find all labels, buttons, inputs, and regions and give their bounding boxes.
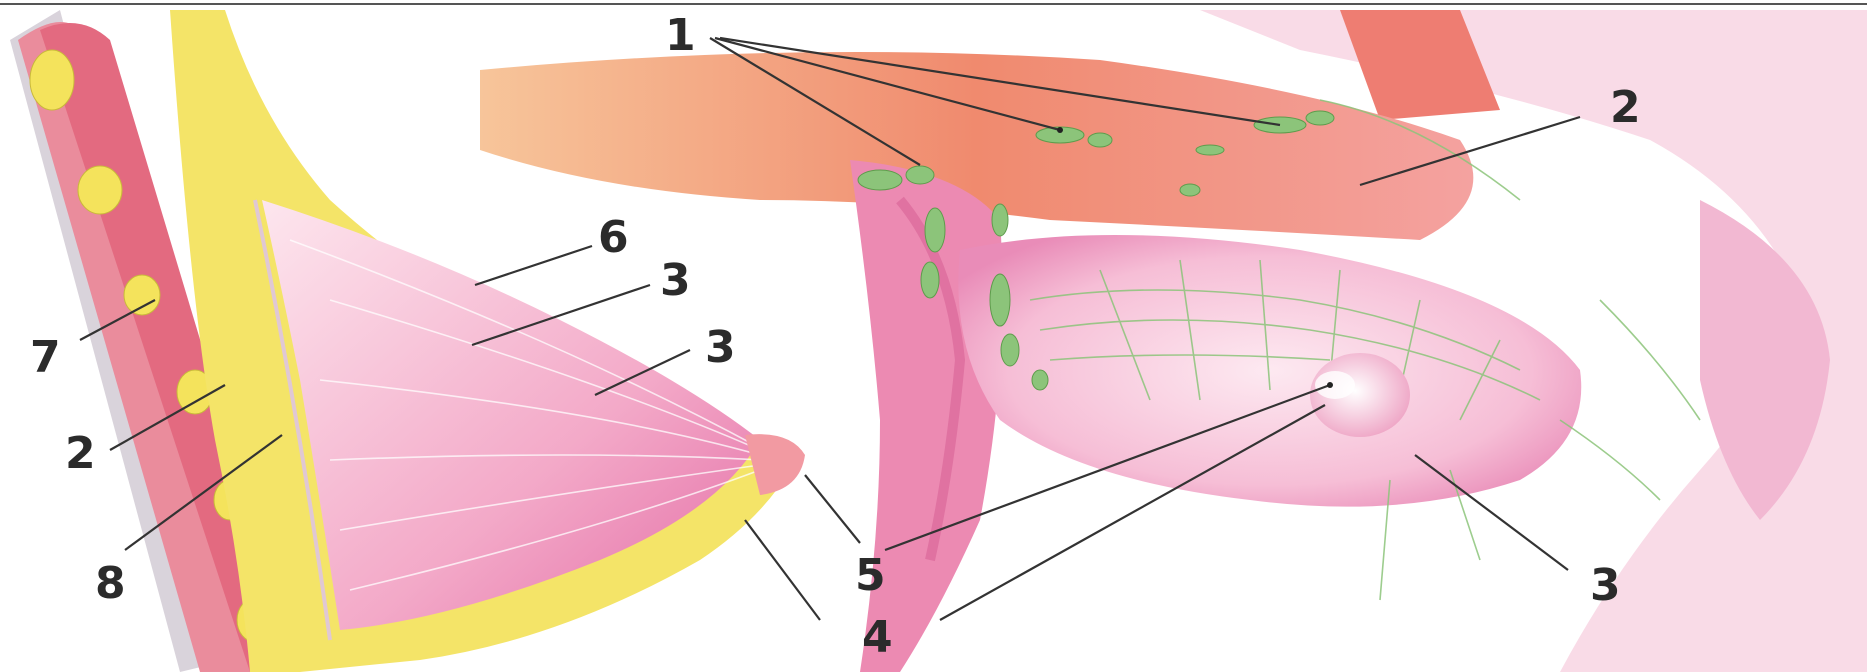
label-3-lower: 3 bbox=[705, 322, 736, 373]
label-7: 7 bbox=[30, 332, 61, 383]
rib-fat-2 bbox=[78, 166, 122, 214]
label-2-right: 2 bbox=[1610, 82, 1641, 133]
label-2-left: 2 bbox=[65, 428, 96, 479]
label-5: 5 bbox=[855, 550, 886, 601]
breast-right bbox=[958, 235, 1581, 507]
nipple-right bbox=[1315, 371, 1355, 399]
label-1: 1 bbox=[665, 10, 696, 61]
label-6: 6 bbox=[598, 212, 629, 263]
label-4: 4 bbox=[862, 612, 893, 663]
label-3-right: 3 bbox=[1590, 560, 1621, 611]
label-8: 8 bbox=[95, 558, 126, 609]
label-3-upper: 3 bbox=[660, 255, 691, 306]
rib-fat-3 bbox=[124, 275, 160, 315]
rib-fat-1 bbox=[30, 50, 74, 110]
